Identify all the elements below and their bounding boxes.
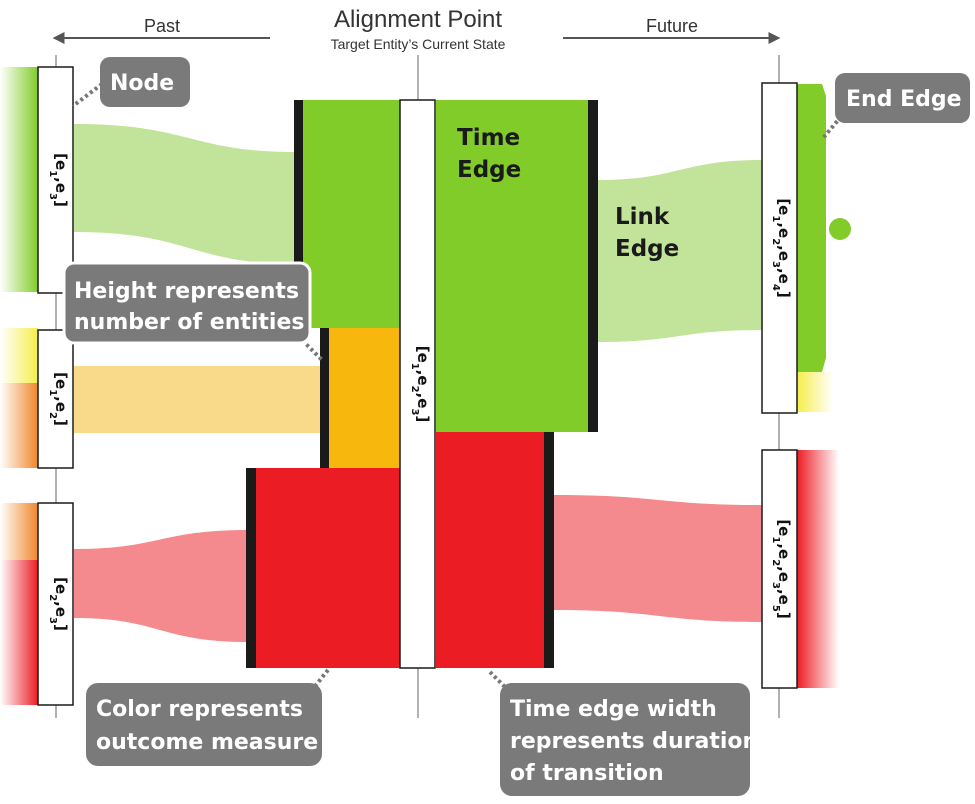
end-edge-red-left [0,560,38,705]
node-past-top[interactable] [37,66,74,294]
header: Past Future Alignment Point Target Entit… [52,6,781,52]
link-edge-green-past [74,124,296,264]
end-point-dot [829,218,851,240]
future-end-edges [797,84,851,688]
color-callout-connector [310,668,330,692]
node-label-future-top: [e1,e2,e3,e4] [771,198,794,297]
node-callout-connector [71,82,104,108]
svg-text:Node: Node [110,71,174,96]
end-edge-orange-left [0,383,38,468]
time-edge-orange-left [328,328,400,468]
svg-text:Color represents outco: Color represents outcome measure [96,697,318,755]
end-edge-red-right [797,450,839,688]
svg-text:Time edge width repres: Time edge width represents duration of t… [510,697,766,786]
link-edge-orange-past [74,366,322,433]
node-label-future-bot: [e1,e2,e3,e5] [771,519,794,618]
node-future-top[interactable] [761,82,798,414]
alignment-subtitle: Target Entity’s Current State [331,36,506,52]
past-label: Past [144,16,180,36]
callout-node: Node [100,57,190,107]
svg-text:Height represents numb: Height represents number of entities [74,279,307,335]
callout-color: Color represents outcome measure [86,683,322,766]
node-label-past-bot: [e2,e3] [48,577,71,631]
node-center[interactable] [399,99,436,669]
end-edge-yellow-left [0,328,38,383]
time-edge-green-right [436,100,588,432]
callout-end-edge: End Edge [835,73,970,123]
callout-height: Height represents number of entities [62,261,312,345]
callout-time-width: Time edge width represents duration of t… [500,683,766,796]
time-edge-green-left [302,100,400,328]
time-edge-red-left [255,468,400,668]
future-label: Future [646,16,698,36]
time-width-callout-connector [488,670,510,692]
callouts: Node End Edge Height represents number o… [62,57,970,796]
alignment-title: Alignment Point [334,6,502,33]
link-edge-label: Link Edge [615,204,679,262]
end-edge-green-left [0,67,38,292]
node-label-past-mid: [e1,e2] [48,372,71,426]
time-edge-red-right-bar [544,432,554,668]
time-edge-green-left-bar [294,100,303,328]
node-label-center: [e1,e2,e3] [410,346,433,423]
time-edges [246,100,598,668]
link-edge-red-past [74,530,248,642]
link-edges [74,124,762,642]
past-end-edges [0,67,38,705]
time-edge-label: Time Edge [457,125,528,183]
time-edge-red-right [436,432,544,668]
node-label-past-top: [e1,e3] [48,153,71,207]
node-labels: [e1,e3] [e1,e2] [e2,e3] [e1,e2,e3] [e1,e… [48,153,794,631]
node-past-bot[interactable] [37,502,74,706]
callout-connectors [71,82,847,692]
edge-labels: Time Edge Link Edge [457,125,679,262]
node-past-mid[interactable] [37,329,74,469]
node-future-bot[interactable] [761,449,798,689]
time-edge-red-left-bar [246,468,256,668]
end-edge-orange2-left [0,503,38,560]
time-edge-orange-left-bar [320,328,329,468]
nodes [37,66,798,706]
link-edge-red-future [553,495,762,622]
link-edge-green-future [596,160,762,342]
svg-text:End Edge: End Edge [846,87,962,112]
end-edge-green-right [797,84,826,372]
end-edge-yellow-right [797,372,833,412]
time-edge-green-right-bar [588,100,598,432]
